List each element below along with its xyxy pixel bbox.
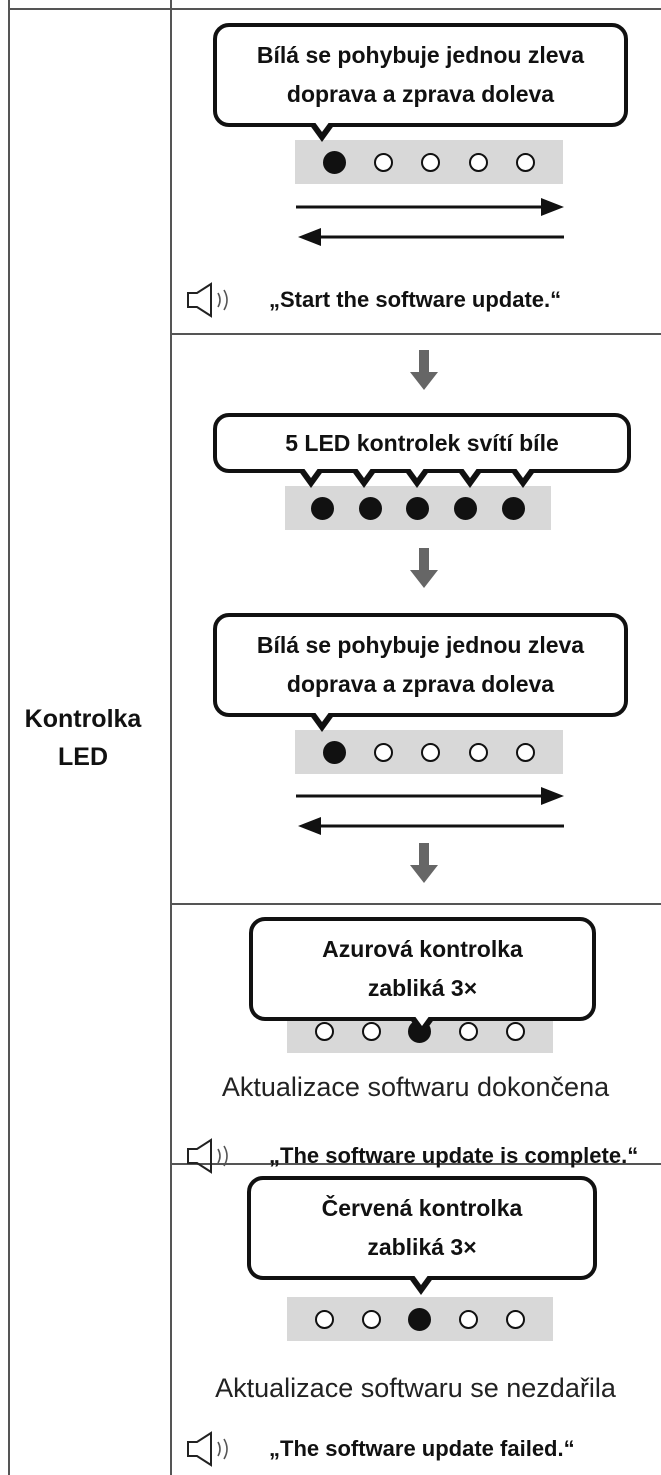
led-lit — [501, 496, 525, 520]
bubble-pointer-fill — [409, 467, 425, 478]
led-bar — [287, 1297, 553, 1341]
led-lit — [454, 496, 478, 520]
speaker-icon — [187, 1138, 228, 1174]
speaker-icon — [187, 282, 228, 318]
row-divider-1 — [170, 333, 661, 335]
right-arrow-icon — [296, 198, 564, 216]
speaker-quote: „Start the software update.“ — [269, 287, 562, 312]
bubble-line2: doprava a zprava doleva — [286, 671, 555, 697]
bubble-pointer-fill — [413, 1274, 429, 1285]
speaker-icon — [187, 1431, 228, 1467]
left-arrow-icon — [298, 817, 564, 835]
led-off — [421, 742, 441, 762]
led-off — [374, 742, 394, 762]
led-lit — [408, 1307, 432, 1331]
led-off — [459, 1021, 479, 1041]
bubble-text: 5 LED kontrolek svítí bíle — [285, 429, 559, 456]
led-lit — [323, 150, 347, 174]
bubble-pointer-fill — [462, 467, 478, 478]
row-label-line1: Kontrolka — [24, 705, 142, 733]
led-off — [515, 742, 535, 762]
speaker-row: „Start the software update.“ — [185, 280, 561, 320]
bubble-pointer-fill — [356, 467, 372, 478]
led-off — [361, 1021, 381, 1041]
led-off — [506, 1309, 526, 1329]
right-arrow-icon — [296, 787, 564, 805]
table-border-top — [8, 8, 661, 10]
led-off — [506, 1021, 526, 1041]
led-off — [515, 152, 535, 172]
led-off — [314, 1309, 334, 1329]
speaker-quote: „The software update failed.“ — [269, 1436, 575, 1461]
row-divider-3 — [170, 1163, 661, 1165]
table-border-left — [8, 0, 10, 1475]
led-lit — [358, 496, 382, 520]
led-bar — [285, 486, 551, 530]
status-text: Aktualizace softwaru se nezdařila — [215, 1373, 616, 1403]
led-lit — [323, 740, 347, 764]
led-bar — [295, 140, 563, 184]
down-arrow-icon — [410, 843, 438, 883]
bubble-pointer-fill — [303, 467, 319, 478]
bubble-white-move-2: Bílá se pohybuje jednou zleva doprava a … — [213, 613, 628, 717]
down-arrow-icon — [410, 548, 438, 588]
speaker-row: „The software update is complete.“ — [185, 1136, 638, 1176]
left-arrow-icon — [298, 228, 564, 246]
bubble-red-blink: Červená kontrolka zabliká 3× — [247, 1176, 597, 1280]
speaker-row: „The software update failed.“ — [185, 1429, 575, 1469]
bubble-line1: Azurová kontrolka — [322, 936, 523, 962]
led-off — [361, 1309, 381, 1329]
led-bar — [295, 730, 563, 774]
led-off — [468, 742, 488, 762]
led-off — [468, 152, 488, 172]
bubble-line2: zabliká 3× — [367, 975, 478, 1001]
bubble-pointer-fill — [414, 1015, 430, 1026]
led-lit — [311, 496, 335, 520]
bubble-line1: Červená kontrolka — [321, 1195, 523, 1221]
bubble-line2: zabliká 3× — [367, 1234, 477, 1260]
down-arrow-icon — [410, 350, 438, 390]
bubble-pointer-fill — [314, 711, 330, 722]
bubble-line1: Bílá se pohybuje jednou zleva — [256, 42, 585, 68]
bubble-pointer-fill — [314, 121, 330, 132]
row-divider-2 — [170, 903, 661, 905]
led-off — [421, 152, 441, 172]
led-off — [314, 1021, 334, 1041]
bubble-5-led: 5 LED kontrolek svítí bíle — [213, 413, 631, 473]
status-text: Aktualizace softwaru dokončena — [221, 1072, 610, 1102]
led-off — [459, 1309, 479, 1329]
bubble-pointer-fill — [515, 467, 531, 478]
bubble-white-move-1: Bílá se pohybuje jednou zleva doprava a … — [213, 23, 628, 127]
speaker-quote: „The software update is complete.“ — [269, 1143, 639, 1168]
led-lit — [406, 496, 430, 520]
row-label: Kontrolka LED — [8, 700, 158, 776]
bubble-cyan-blink: Azurová kontrolka zabliká 3× — [249, 917, 596, 1021]
bubble-line1: Bílá se pohybuje jednou zleva — [256, 632, 585, 658]
bubble-line2: doprava a zprava doleva — [286, 81, 555, 107]
table-border-mid — [170, 0, 172, 1475]
led-off — [374, 152, 394, 172]
row-label-line2: LED — [58, 743, 108, 771]
